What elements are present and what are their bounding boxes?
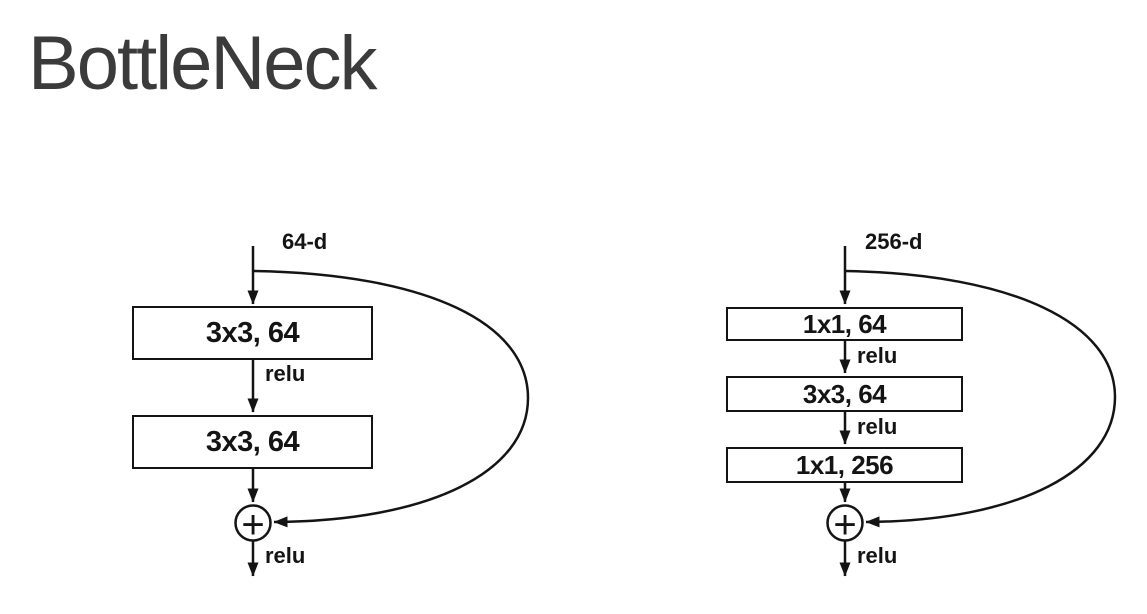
relu-label: relu bbox=[265, 361, 306, 386]
circle-plus-icon: + bbox=[826, 503, 864, 547]
conv-layer-box: 3x3, 64 bbox=[132, 415, 373, 469]
relu-label: relu bbox=[265, 543, 306, 568]
input-dimension-label: 256-d bbox=[865, 229, 923, 254]
circle-plus-icon: + bbox=[234, 503, 272, 547]
conv-layer-box: 1x1, 256 bbox=[726, 447, 963, 483]
page-title: BottleNeck bbox=[28, 21, 377, 106]
merge-operator: + bbox=[241, 503, 264, 547]
right-residual-block: + bbox=[826, 246, 1117, 577]
left-residual-block: + bbox=[234, 246, 530, 577]
skip-connection-path bbox=[844, 269, 1117, 528]
conv-layer-box: 3x3, 64 bbox=[726, 376, 963, 412]
relu-label: relu bbox=[857, 414, 898, 439]
input-dimension-label: 64-d bbox=[282, 229, 328, 254]
conv-layer-box: 1x1, 64 bbox=[726, 307, 963, 341]
relu-label: relu bbox=[857, 543, 898, 568]
relu-label: relu bbox=[857, 343, 898, 368]
skip-connection-path bbox=[252, 269, 530, 528]
conv-layer-box: 3x3, 64 bbox=[132, 306, 373, 360]
merge-operator: + bbox=[833, 503, 856, 547]
